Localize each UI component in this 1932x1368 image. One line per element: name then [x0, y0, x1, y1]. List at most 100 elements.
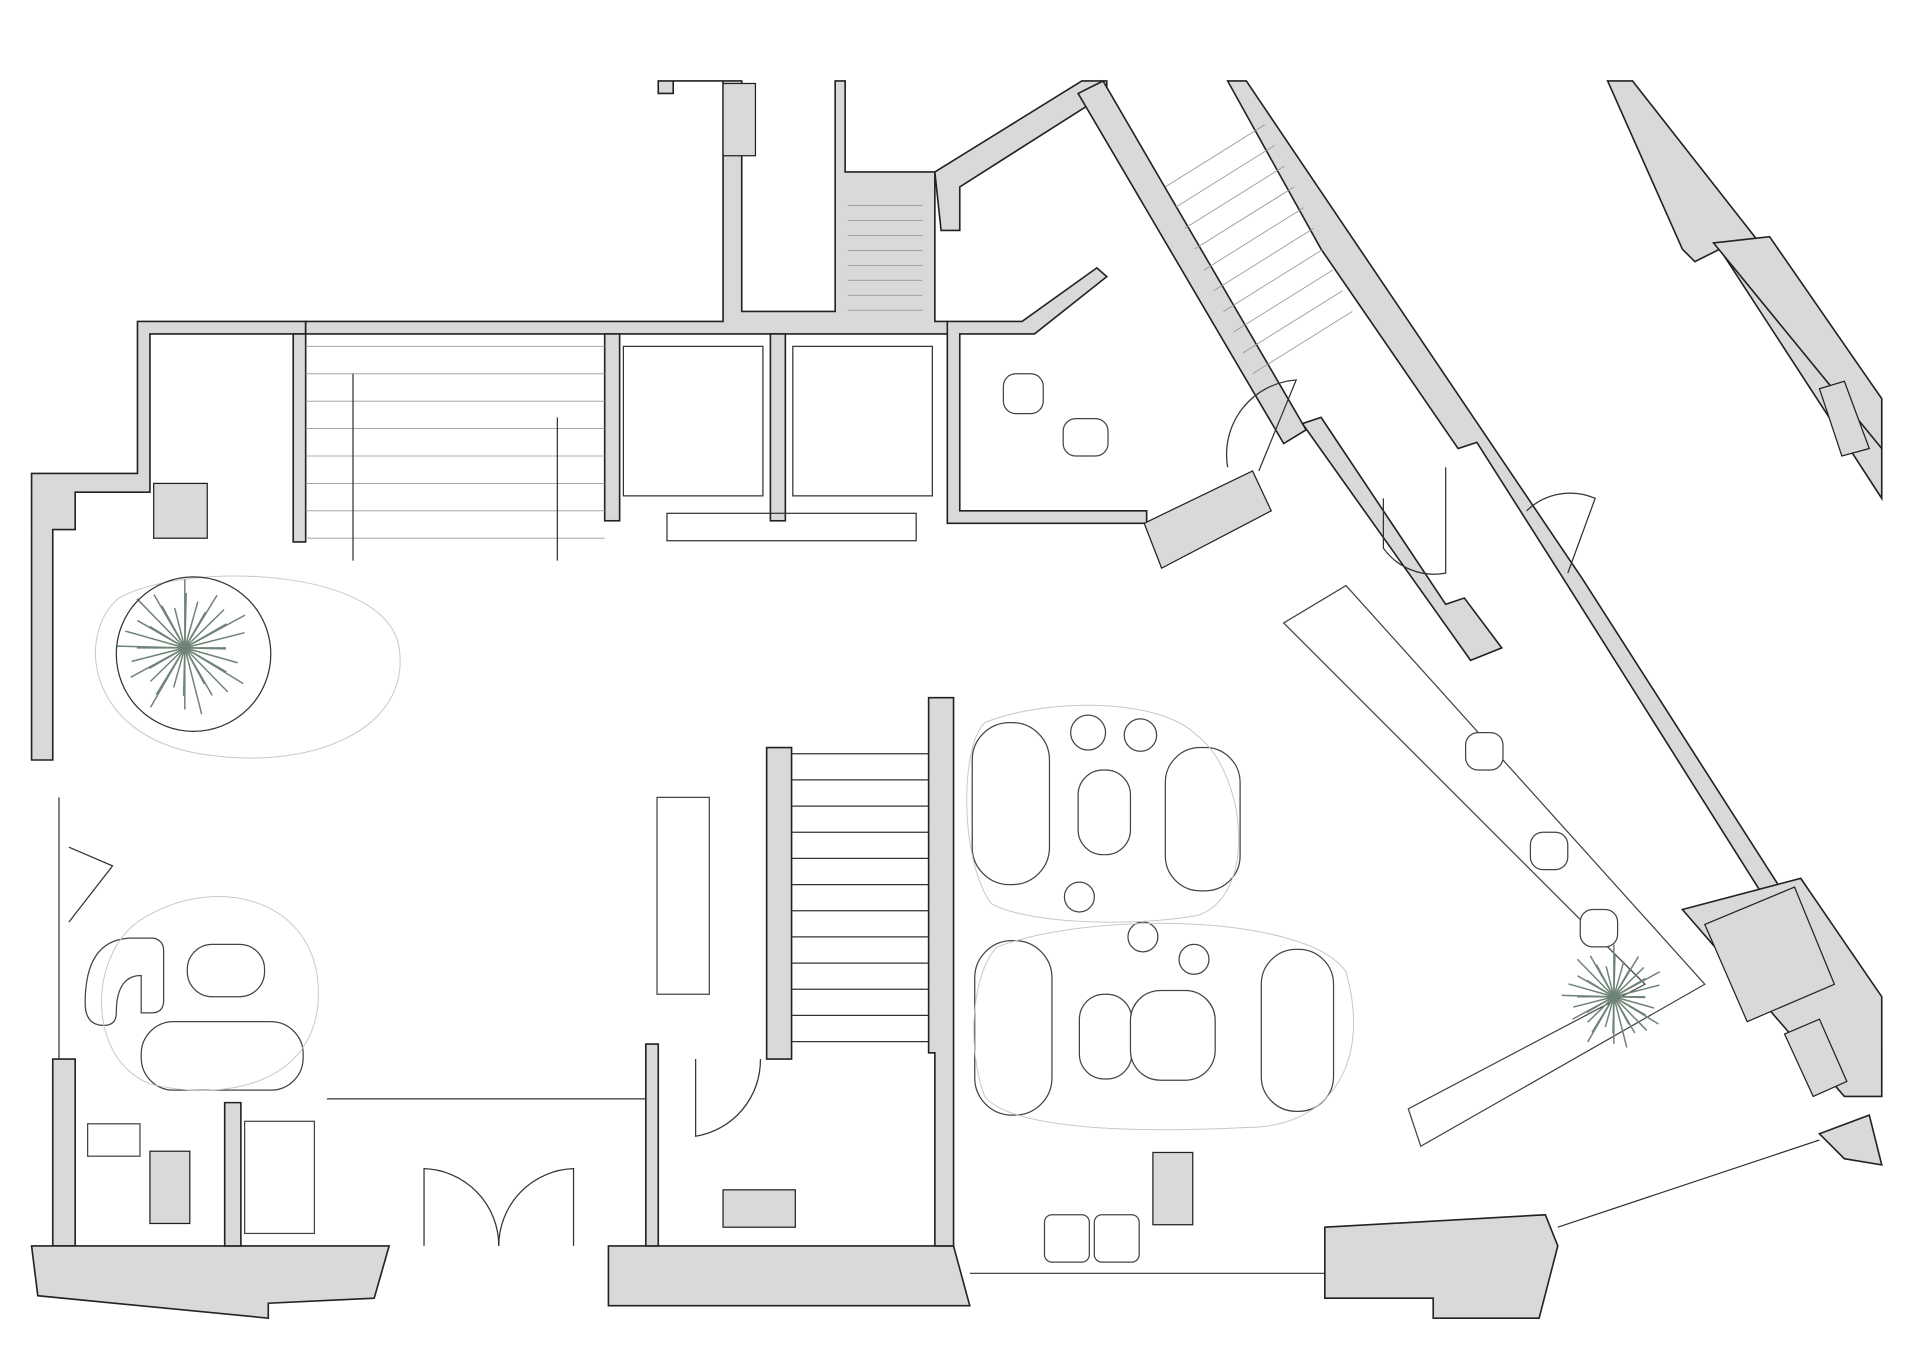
wall-lower-left-room	[223, 1101, 242, 1247]
planter	[115, 576, 272, 732]
plant-leaf	[1587, 996, 1615, 1043]
plant-leaf	[184, 647, 226, 650]
wall-bottom-left	[30, 1245, 391, 1320]
wall-corner-right	[1817, 1114, 1883, 1166]
wall-stair-left	[765, 746, 793, 1060]
doors	[58, 379, 1820, 1274]
pouf	[1078, 993, 1133, 1080]
plant-leaf	[184, 611, 207, 649]
elevators	[622, 345, 933, 542]
plant-leaf	[1605, 966, 1615, 997]
rug	[94, 575, 401, 759]
plants	[115, 576, 1661, 1048]
door-swing	[1526, 492, 1596, 574]
stair-tread	[1232, 269, 1334, 333]
sofa	[974, 940, 1053, 1116]
chair	[1529, 831, 1569, 871]
long-counter	[1282, 584, 1706, 1148]
chair	[1464, 731, 1504, 771]
pouf	[186, 943, 266, 998]
plant-leaf	[184, 647, 227, 673]
table	[656, 796, 710, 995]
door-swing	[68, 846, 114, 923]
wall-left-room-right	[292, 333, 307, 543]
cabinet	[722, 1189, 796, 1228]
plant-leaf	[1613, 996, 1636, 1034]
elevator-cab	[622, 345, 764, 497]
plant-leaf	[125, 630, 186, 649]
column	[722, 82, 757, 157]
plant-leaf	[184, 647, 229, 693]
plant-leaf	[149, 647, 186, 708]
stair-tread	[1252, 311, 1353, 375]
plant-leaf	[131, 647, 186, 663]
stair-tread	[1203, 207, 1305, 271]
wall-right-outer	[1606, 80, 1883, 502]
plant-leaf	[1613, 977, 1646, 998]
stool	[1127, 921, 1159, 953]
plant-leaf	[184, 647, 203, 715]
wall-partition-stair	[927, 696, 955, 1247]
pouf	[1129, 989, 1216, 1081]
wall-bottom-middle	[607, 1245, 971, 1307]
plant-leaf	[1613, 966, 1645, 998]
plant-leaf	[1613, 995, 1646, 999]
door-swing	[423, 1168, 500, 1246]
door-swing	[498, 1168, 575, 1246]
cabinet	[1703, 886, 1836, 1023]
plant-leaf	[1613, 969, 1631, 998]
pouf	[1077, 769, 1132, 856]
stair-tread	[1242, 290, 1343, 354]
plant-leaf	[184, 631, 245, 649]
elevator-lobby-bench	[666, 512, 917, 542]
plant-leaf	[1613, 996, 1655, 1009]
chair	[1579, 908, 1619, 948]
plant-leaf	[136, 598, 186, 649]
stool	[1070, 714, 1107, 751]
plant-leaf	[1573, 995, 1615, 1008]
wall-upper-room	[946, 266, 1148, 525]
chair	[1002, 373, 1044, 415]
door-swing	[695, 1059, 762, 1137]
armchair	[84, 937, 165, 1027]
seat	[1043, 1214, 1090, 1263]
rugs	[94, 575, 1355, 1131]
elevator-cab	[792, 345, 933, 497]
wall-elevator-divider	[769, 333, 787, 522]
plant-leaf	[184, 623, 227, 649]
wall-elevator-left	[603, 333, 621, 522]
wall-left-upper	[30, 320, 307, 761]
wall-diagonal-2	[1226, 80, 1883, 1087]
stairs	[305, 124, 1353, 1043]
stair-tread	[1223, 248, 1324, 312]
bench	[244, 1120, 316, 1235]
cabinet	[1818, 380, 1871, 457]
plant-leaf	[1613, 996, 1628, 1048]
stair-tread	[1165, 124, 1266, 188]
stool	[1063, 881, 1095, 913]
plant-leaf	[184, 601, 199, 649]
stool	[1178, 943, 1210, 975]
wall-upper-middle	[933, 80, 1108, 232]
stair-tread	[1213, 228, 1314, 292]
plant-leaf	[1613, 996, 1648, 1031]
stool	[1123, 718, 1158, 752]
plant-leaf	[1568, 983, 1615, 998]
plant-icon	[116, 579, 246, 715]
door-swing	[1225, 379, 1298, 472]
wall-diagonal-3	[1301, 416, 1504, 662]
door-swing	[1382, 467, 1447, 575]
furniture	[84, 373, 1706, 1263]
sofa	[971, 722, 1051, 886]
plant-leaf	[1604, 996, 1615, 1028]
column	[1143, 470, 1273, 570]
plant-icon	[1561, 944, 1661, 1048]
plant-leaf	[153, 594, 186, 649]
window	[1557, 1139, 1820, 1228]
cabinet	[1152, 1151, 1194, 1226]
wall-top-stair-block	[304, 80, 949, 335]
stair-tread	[1174, 144, 1275, 209]
chair	[1062, 418, 1109, 457]
sofa	[140, 1021, 304, 1091]
